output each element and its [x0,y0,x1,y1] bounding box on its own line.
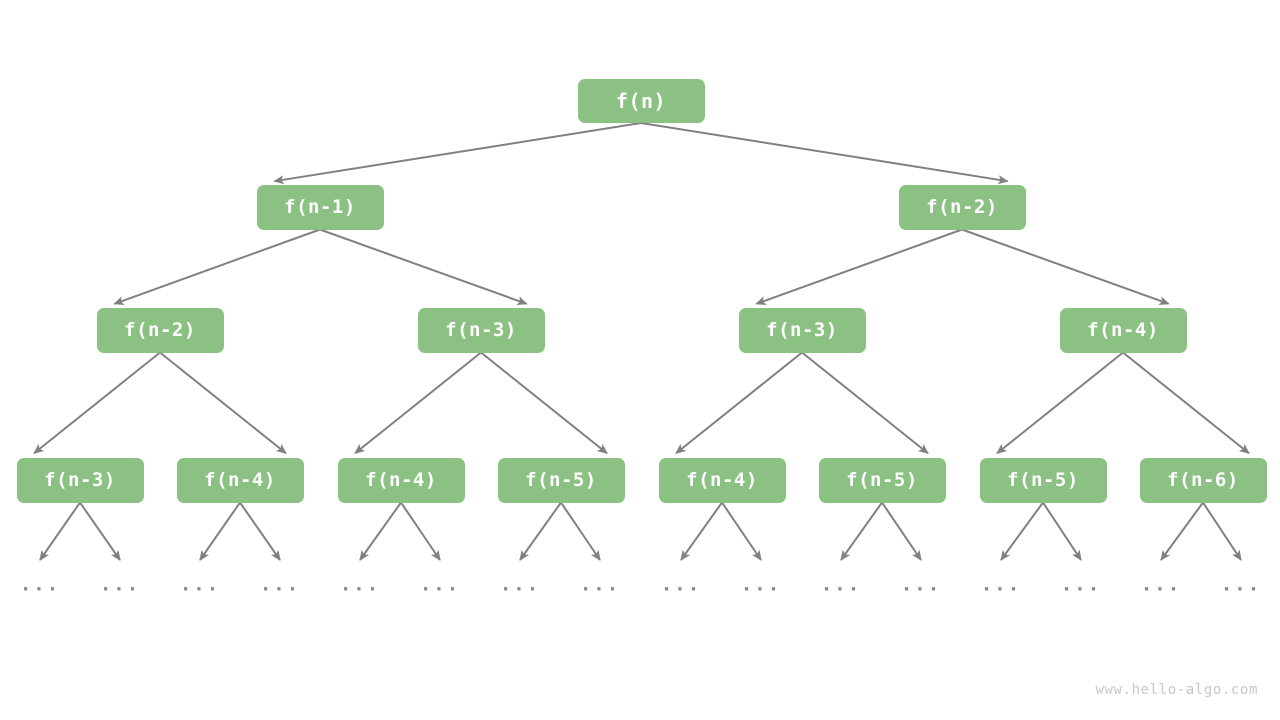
leaf-edge-2 [199,501,241,561]
ellipsis-marker-1: ... [99,573,141,596]
tree-node-label: f(n-3) [766,319,838,341]
leaf-edge-5 [400,501,441,561]
tree-node-label: f(n) [615,89,667,113]
ellipsis-marker-6: ... [499,573,541,596]
tree-node-label: f(n-3) [44,469,116,491]
ellipsis-marker-9: ... [740,573,782,596]
edge-n5-to-n11 [675,351,803,455]
leaf-edge-14 [1160,501,1204,561]
edge-n3-to-n7 [33,351,161,455]
leaf-edge-3 [239,501,281,561]
tree-node-n9[interactable]: f(n-4) [337,457,465,503]
edge-n0-to-n1 [273,122,642,185]
leaf-edge-9 [721,501,762,561]
edge-n2-to-n5 [755,228,963,305]
ellipsis-marker-4: ... [339,573,381,596]
tree-node-label: f(n-4) [204,469,276,491]
tree-node-label: f(n-5) [525,469,597,491]
ellipsis-marker-15: ... [1220,573,1262,596]
tree-node-label: f(n-2) [124,319,196,341]
tree-node-label: f(n-1) [284,196,356,218]
tree-node-n14[interactable]: f(n-6) [1139,457,1267,503]
tree-node-label: f(n-5) [846,469,918,491]
edge-n1-to-n3 [113,228,321,305]
edge-n6-to-n14 [1122,351,1250,455]
tree-node-label: f(n-3) [445,319,517,341]
edge-n4-to-n10 [480,351,608,455]
ellipsis-marker-14: ... [1140,573,1182,596]
tree-node-label: f(n-2) [926,196,998,218]
tree-node-label: f(n-4) [1087,319,1159,341]
ellipsis-marker-2: ... [179,573,221,596]
tree-node-n5[interactable]: f(n-3) [738,307,866,353]
ellipsis-marker-5: ... [419,573,461,596]
leaf-edge-11 [881,501,922,561]
ellipsis-marker-10: ... [820,573,862,596]
ellipsis-marker-11: ... [900,573,942,596]
tree-node-label: f(n-4) [365,469,437,491]
tree-node-label: f(n-4) [686,469,758,491]
ellipsis-marker-0: ... [19,573,61,596]
tree-node-n12[interactable]: f(n-5) [818,457,946,503]
watermark: www.hello-algo.com [1095,682,1258,698]
edge-n5-to-n12 [801,351,929,455]
ellipsis-marker-3: ... [259,573,301,596]
ellipsis-marker-13: ... [1060,573,1102,596]
tree-node-n6[interactable]: f(n-4) [1059,307,1187,353]
tree-node-n1[interactable]: f(n-1) [256,184,384,230]
ellipsis-marker-7: ... [579,573,621,596]
tree-node-n0[interactable]: f(n) [577,79,705,123]
leaf-edge-13 [1042,501,1082,561]
edge-n3-to-n8 [159,351,287,455]
leaf-edge-1 [79,501,121,561]
leaf-edge-15 [1202,501,1242,561]
leaf-edge-4 [359,501,402,561]
tree-node-n3[interactable]: f(n-2) [96,307,224,353]
leaf-edge-6 [519,501,562,561]
leaf-edge-8 [680,501,723,561]
edge-n4-to-n9 [354,351,482,455]
ellipsis-marker-12: ... [980,573,1022,596]
tree-node-n11[interactable]: f(n-4) [658,457,786,503]
edge-n0-to-n2 [640,122,1009,185]
tree-node-label: f(n-6) [1167,469,1239,491]
leaf-edge-12 [1000,501,1044,561]
tree-node-n10[interactable]: f(n-5) [497,457,625,503]
tree-node-label: f(n-5) [1007,469,1079,491]
ellipsis-marker-8: ... [660,573,702,596]
leaf-edge-10 [840,501,883,561]
leaf-edge-0 [39,501,81,561]
tree-node-n2[interactable]: f(n-2) [898,184,1026,230]
tree-node-n7[interactable]: f(n-3) [16,457,144,503]
tree-node-n13[interactable]: f(n-5) [979,457,1107,503]
edge-n6-to-n13 [996,351,1124,455]
tree-node-n8[interactable]: f(n-4) [176,457,304,503]
leaf-edge-7 [560,501,601,561]
edge-n1-to-n4 [319,228,528,305]
tree-node-n4[interactable]: f(n-3) [417,307,545,353]
edge-n2-to-n6 [961,228,1170,305]
